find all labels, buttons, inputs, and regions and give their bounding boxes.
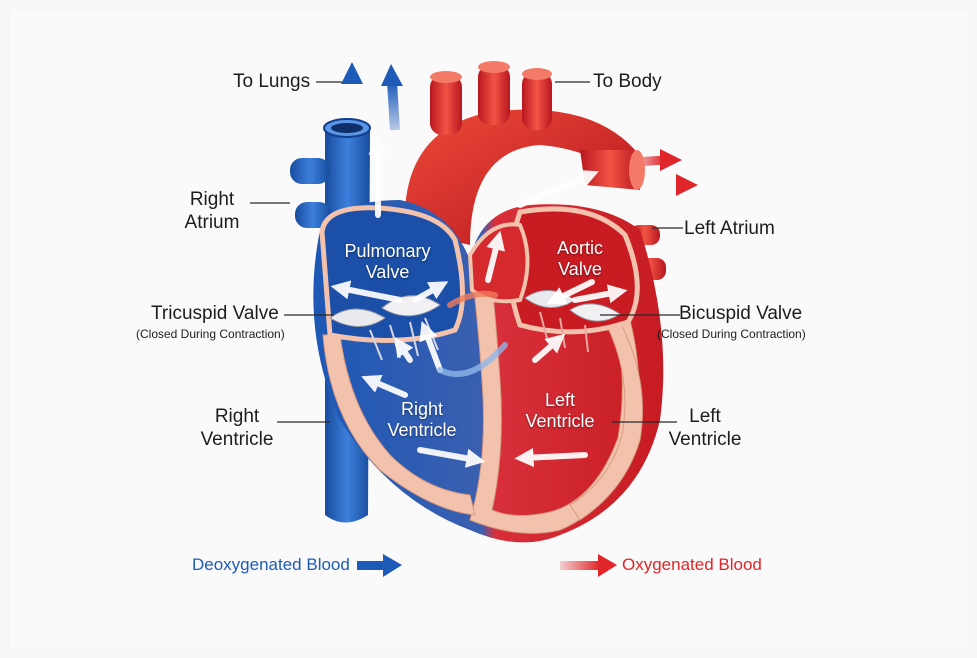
legend-arrows [357, 554, 617, 577]
label-to-body: To Body [593, 70, 662, 93]
label-bicuspid-valve: Bicuspid Valve [679, 302, 802, 325]
label-left-ventricle-outer: Left Ventricle [660, 405, 750, 451]
label-right-ventricle-outer: Right Ventricle [192, 405, 282, 451]
legend-oxygenated: Oxygenated Blood [622, 555, 762, 575]
label-bicuspid-note: (Closed During Contraction) [657, 327, 806, 341]
label-aortic-valve: Aortic Valve [540, 238, 620, 280]
label-tricuspid-valve: Tricuspid Valve [151, 302, 279, 325]
label-left-atrium: Left Atrium [684, 217, 775, 240]
label-right-atrium: Right Atrium [177, 188, 247, 234]
label-tricuspid-note: (Closed During Contraction) [136, 327, 285, 341]
label-left-ventricle-inner: Left Ventricle [510, 390, 610, 432]
label-right-ventricle-inner: Right Ventricle [372, 399, 472, 441]
legend-deoxygenated: Deoxygenated Blood [192, 555, 350, 575]
label-to-lungs: To Lungs [233, 70, 310, 93]
label-pulmonary-valve: Pulmonary Valve [335, 241, 440, 283]
